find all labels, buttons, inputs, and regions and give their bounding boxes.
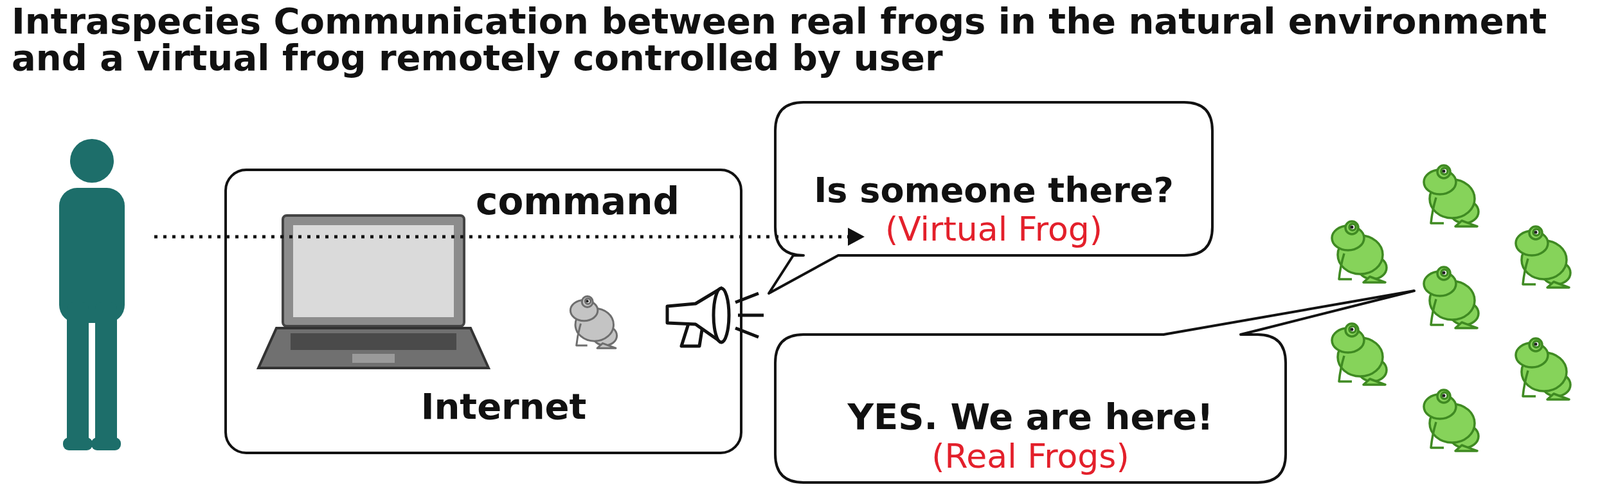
person-foot [62,437,93,450]
command-arrow [154,235,851,239]
person-head [70,138,114,183]
speech-bubble: YES. We are here!(Real Frogs) [775,334,1286,483]
megaphone-mouth [713,287,729,342]
real-frog [1331,323,1387,385]
speech-text: Is someone there? [813,170,1174,211]
virtual-frog [570,296,617,349]
laptop-base [258,327,489,368]
speaker-label: (Virtual Frog) [885,210,1103,249]
real-frog [1423,266,1479,328]
speech-text: YES. We are here! [847,395,1214,438]
sound-line [735,293,759,303]
laptop-keyboard [290,332,457,350]
laptop-screen [293,224,454,317]
sound-line [735,327,759,337]
laptop-screen-frame [282,215,465,326]
person-leg [66,302,89,445]
box-label: Internet [267,385,740,427]
real-frog [1515,226,1571,288]
speech-bubble: Is someone there?(Virtual Frog) [775,102,1213,256]
person-icon [59,138,125,450]
arrowhead [847,227,865,246]
real-frog [1423,165,1479,227]
person-leg [95,302,117,445]
person-foot [91,437,121,450]
speech-bubble-outline [775,290,1415,483]
title-text: Intraspecies Communication between real … [11,2,1593,76]
real-frog [1515,338,1571,400]
speech-bubble-outline [768,102,1213,294]
real-frog [1423,389,1479,451]
speaker-label: (Real Frogs) [931,437,1129,476]
laptop-icon [258,215,489,368]
laptop-trackpad [352,353,395,363]
real-frog [1331,221,1387,283]
bubble-layer [768,102,1415,483]
frog-group [1331,165,1571,451]
arrow-label: command [475,179,680,224]
person-body [59,187,125,323]
megaphone-icon [667,287,764,346]
